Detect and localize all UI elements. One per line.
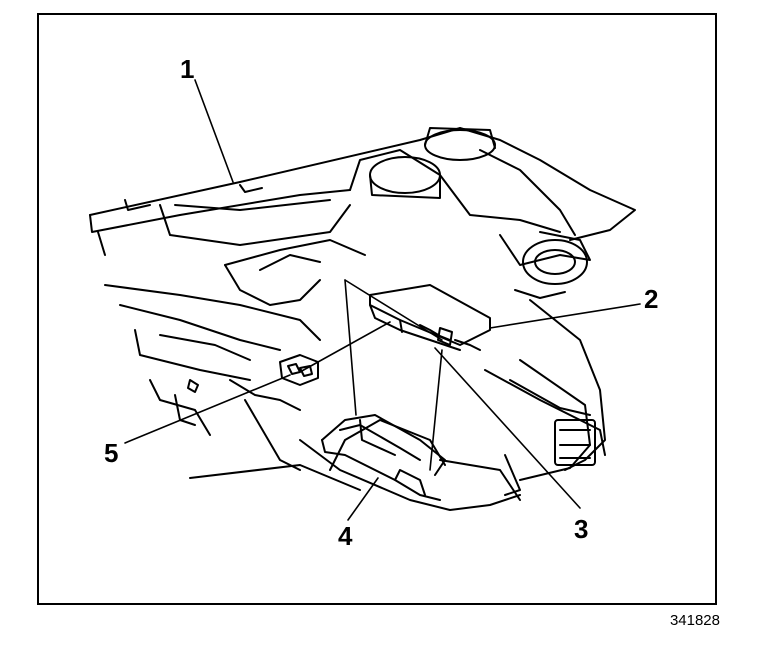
- lower-housing: [189, 379, 521, 511]
- control-module: [369, 284, 491, 351]
- left-structure: [104, 239, 366, 436]
- mounting-bracket: [321, 414, 446, 501]
- locator-line: [429, 349, 443, 471]
- locator-line: [344, 279, 357, 416]
- leader-line-2: [489, 303, 641, 329]
- leader-lines: [124, 79, 641, 521]
- callout-4: 4: [338, 521, 353, 551]
- instrument-panel-upper: [89, 127, 636, 256]
- figure-id: 341828: [669, 612, 720, 629]
- leader-line-3: [434, 347, 581, 509]
- locator-line: [299, 321, 391, 373]
- electrical-connector: [279, 354, 319, 386]
- callout-2: 2: [644, 284, 658, 314]
- locator-line: [344, 279, 443, 341]
- leader-line-5: [124, 374, 291, 444]
- leader-line-4: [347, 477, 379, 521]
- defroster-outlet: [369, 127, 496, 199]
- callout-1: 1: [180, 54, 194, 84]
- illustration-frame: [37, 13, 717, 605]
- right-duct: [479, 149, 606, 471]
- callout-5: 5: [104, 438, 118, 468]
- leader-line-1: [194, 79, 234, 183]
- heater-case-right: [439, 359, 606, 501]
- callout-3: 3: [574, 514, 588, 544]
